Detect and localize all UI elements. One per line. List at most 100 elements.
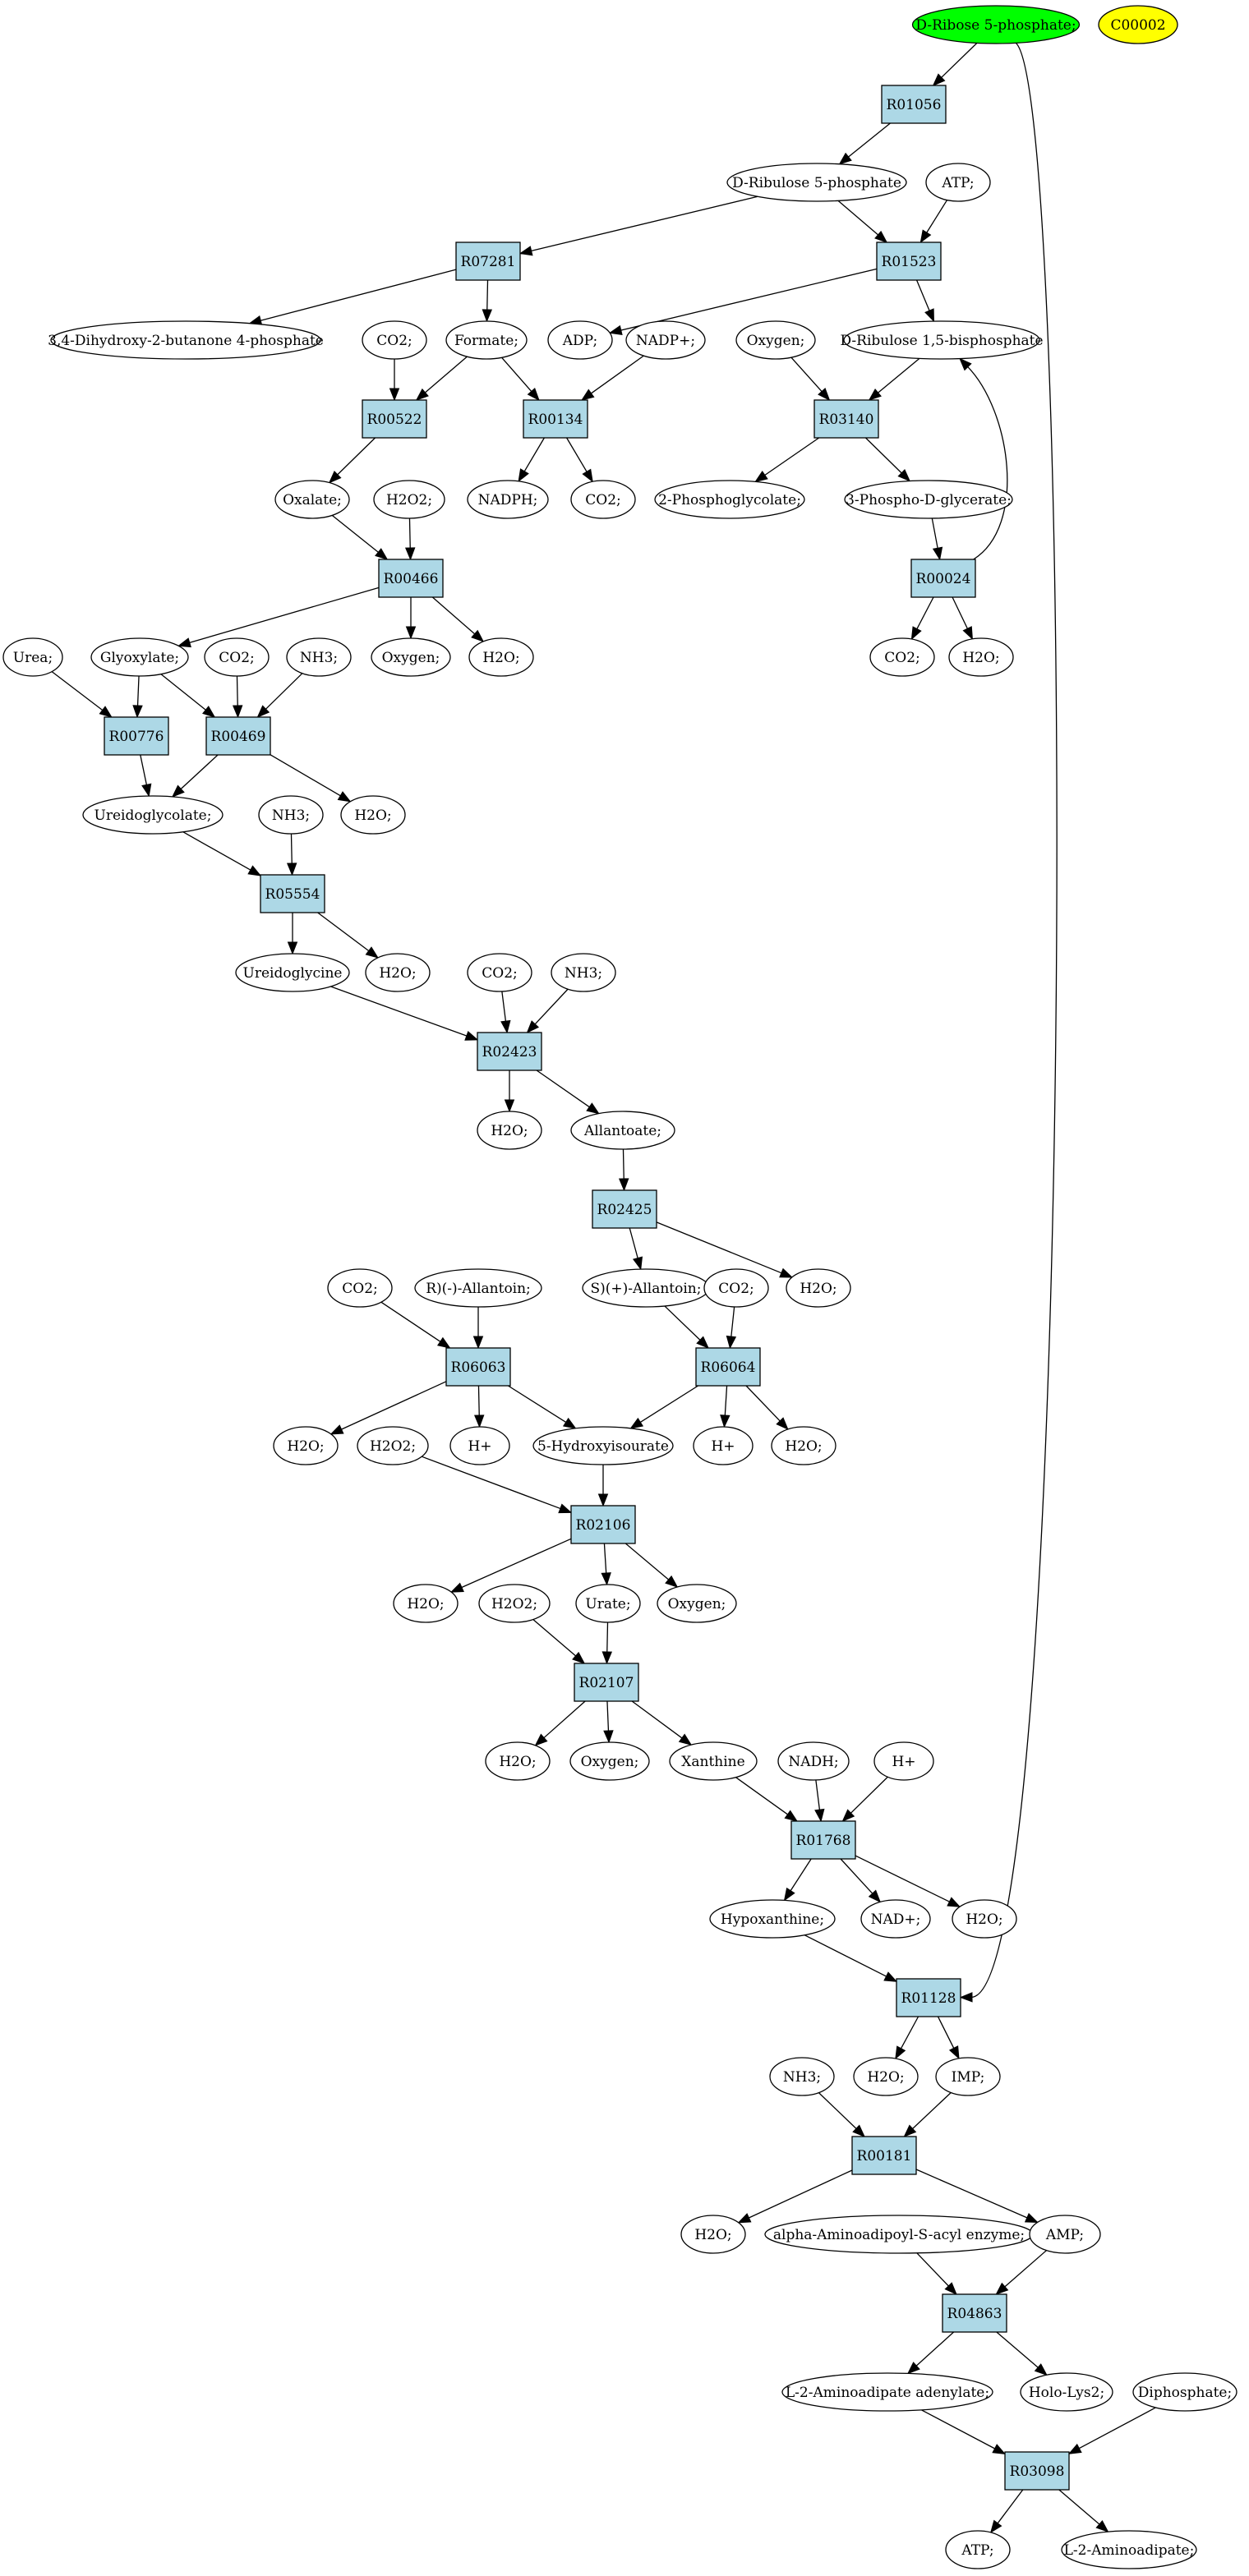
compound-ellipse: [445, 320, 528, 360]
edge-c_formate-to-r_R00522: [415, 356, 468, 401]
node-label: NADP+;: [636, 333, 695, 349]
edge-c_ribose5p-to-r_R01128: [959, 42, 1058, 2003]
edge-r_R01128-to-c_imp: [937, 2016, 960, 2060]
node-label: H2O;: [407, 1596, 444, 1612]
edge-r_R01768-to-c_nad: [840, 1858, 882, 1903]
compound-ellipse: [569, 1741, 650, 1781]
reaction-node-r00024: R00024: [910, 559, 976, 598]
edge-r_R06064-to-c_hplus_b: [720, 1385, 731, 1428]
reaction-box: [477, 1032, 542, 1071]
compound-ellipse: [357, 1426, 429, 1465]
reaction-node-r02423: R02423: [477, 1032, 542, 1071]
compound-ellipse: [551, 953, 616, 992]
compound-ellipse: [853, 2057, 919, 2096]
compound-node-nh3: NH3;: [286, 637, 352, 677]
compound-node-xanthine: Xanthine: [669, 1741, 758, 1781]
reaction-box: [205, 716, 271, 756]
compound-ellipse: [625, 320, 706, 360]
reaction-node-r03140: R03140: [813, 399, 879, 439]
edge-r_R00024-to-c_co2_d: [910, 596, 934, 641]
reaction-box: [942, 2293, 1007, 2333]
edge-r_R06063-to-c_hiu: [508, 1385, 577, 1429]
edge-c_hypoxanthine-to-r_R01128: [804, 1934, 898, 1982]
reaction-node-r01128: R01128: [896, 1978, 961, 2017]
node-label: NH3;: [783, 2069, 821, 2086]
node-label: R01128: [901, 1990, 956, 2007]
node-label: H2O;: [287, 1438, 324, 1455]
compound-ellipse: [935, 2057, 1001, 2096]
edge-c_nh3_c-to-r_R02423: [526, 988, 569, 1033]
edge-c_glyoxylate-to-r_R00469: [160, 674, 216, 718]
node-label: H2O;: [491, 1123, 528, 1139]
compound-node-ureidoglycolate: Ureidoglycolate;: [82, 795, 224, 835]
node-label: Urate;: [585, 1596, 630, 1612]
edge-r_R00181-to-c_h2o_m: [737, 2169, 853, 2224]
compound-node-hypoxanthine: Hypoxanthine;: [709, 1899, 836, 1939]
node-label: H2O;: [867, 2069, 904, 2086]
compound-node-d-ribulose-5-phosphate: D-Ribulose 5-phosphate: [726, 163, 907, 202]
compound-ellipse: [532, 1426, 674, 1465]
compound-ellipse: [478, 1584, 551, 1623]
compound-node-3-4-dihydroxy-2-butanone-4-phosphate: 3,4-Dihydroxy-2-butanone 4-phosphate: [48, 320, 324, 360]
compound-node-co2: CO2;: [204, 637, 270, 677]
edge-c_co2_a-to-r_R00522: [389, 359, 400, 402]
compound-ellipse: [274, 480, 350, 519]
compound-node-co2: CO2;: [467, 953, 532, 992]
compound-ellipse: [1098, 5, 1178, 44]
node-label: R06064: [701, 1359, 756, 1376]
compound-ellipse: [90, 637, 189, 677]
node-label: H2O;: [800, 1281, 837, 1297]
compound-node-co2: CO2;: [362, 320, 427, 360]
compound-node-atp: ATP;: [945, 2530, 1011, 2569]
edge-r_R00469-to-c_ureidoglycolate: [171, 754, 219, 798]
compound-ellipse: [2, 637, 63, 677]
node-label: NH3;: [272, 807, 310, 824]
node-label: CO2;: [718, 1281, 754, 1297]
compound-ellipse: [844, 480, 1013, 519]
edge-r_R02107-to-c_oxygen_d: [603, 1700, 614, 1744]
compound-node-5-hydroxyisourate: 5-Hydroxyisourate: [532, 1426, 674, 1465]
reaction-node-r00522: R00522: [362, 399, 427, 439]
compound-ellipse: [657, 1584, 737, 1623]
edge-r_R05554-to-c_ureidoglycine: [287, 913, 298, 955]
edge-r_R02425-to-c_h2o_f: [656, 1221, 794, 1278]
compound-ellipse: [735, 320, 816, 360]
node-label: L-2-Aminoadipate adenylate;: [786, 2385, 989, 2401]
compound-ellipse: [414, 1268, 542, 1308]
edge-c_aminoadipoyl-to-r_R04863: [916, 2252, 957, 2295]
node-label: H2O2;: [386, 492, 432, 508]
reaction-box: [378, 559, 444, 598]
reaction-node-r01523: R01523: [876, 242, 942, 281]
compound-ellipse: [869, 637, 935, 677]
edge-r_R00024-to-c_rubp: [959, 357, 1008, 560]
node-label: R02106: [576, 1517, 631, 1534]
compound-ellipse: [654, 480, 805, 519]
edge-r_R07281-to-c_formate: [482, 279, 493, 323]
node-label: ADP;: [562, 333, 597, 349]
compound-node-adp: ADP;: [547, 320, 613, 360]
compound-node-h2o: H2O;: [273, 1426, 339, 1465]
node-label: H2O;: [966, 1911, 1002, 1928]
node-label: H2O;: [694, 2227, 731, 2243]
edge-c_h2o2_a-to-r_R00466: [404, 518, 416, 561]
reaction-box: [695, 1347, 761, 1387]
reaction-box: [592, 1189, 657, 1229]
reaction-box: [362, 399, 427, 439]
node-label: Oxygen;: [668, 1596, 726, 1612]
edge-r_R06064-to-c_hiu: [629, 1385, 698, 1429]
compound-ellipse: [449, 1426, 510, 1465]
node-label: R01056: [887, 97, 942, 113]
compound-ellipse: [570, 480, 636, 519]
node-label: Xanthine: [681, 1754, 744, 1770]
edge-r_R01523-to-c_adp: [608, 268, 878, 336]
edge-r_R05554-to-c_h2o_d: [317, 912, 379, 959]
node-label: D-Ribulose 1,5-bisphosphate: [840, 333, 1043, 349]
compound-ellipse: [362, 320, 427, 360]
node-label: Urea;: [13, 650, 53, 666]
node-label: R03098: [1010, 2463, 1065, 2480]
compound-node-co2: CO2;: [703, 1268, 769, 1308]
compound-ellipse: [50, 320, 321, 360]
node-label: R02107: [579, 1675, 634, 1691]
compound-node-nadph: NADPH;: [467, 480, 549, 519]
compound-node-d-ribose-5-phosphate: D-Ribose 5-phosphate;: [911, 5, 1081, 44]
